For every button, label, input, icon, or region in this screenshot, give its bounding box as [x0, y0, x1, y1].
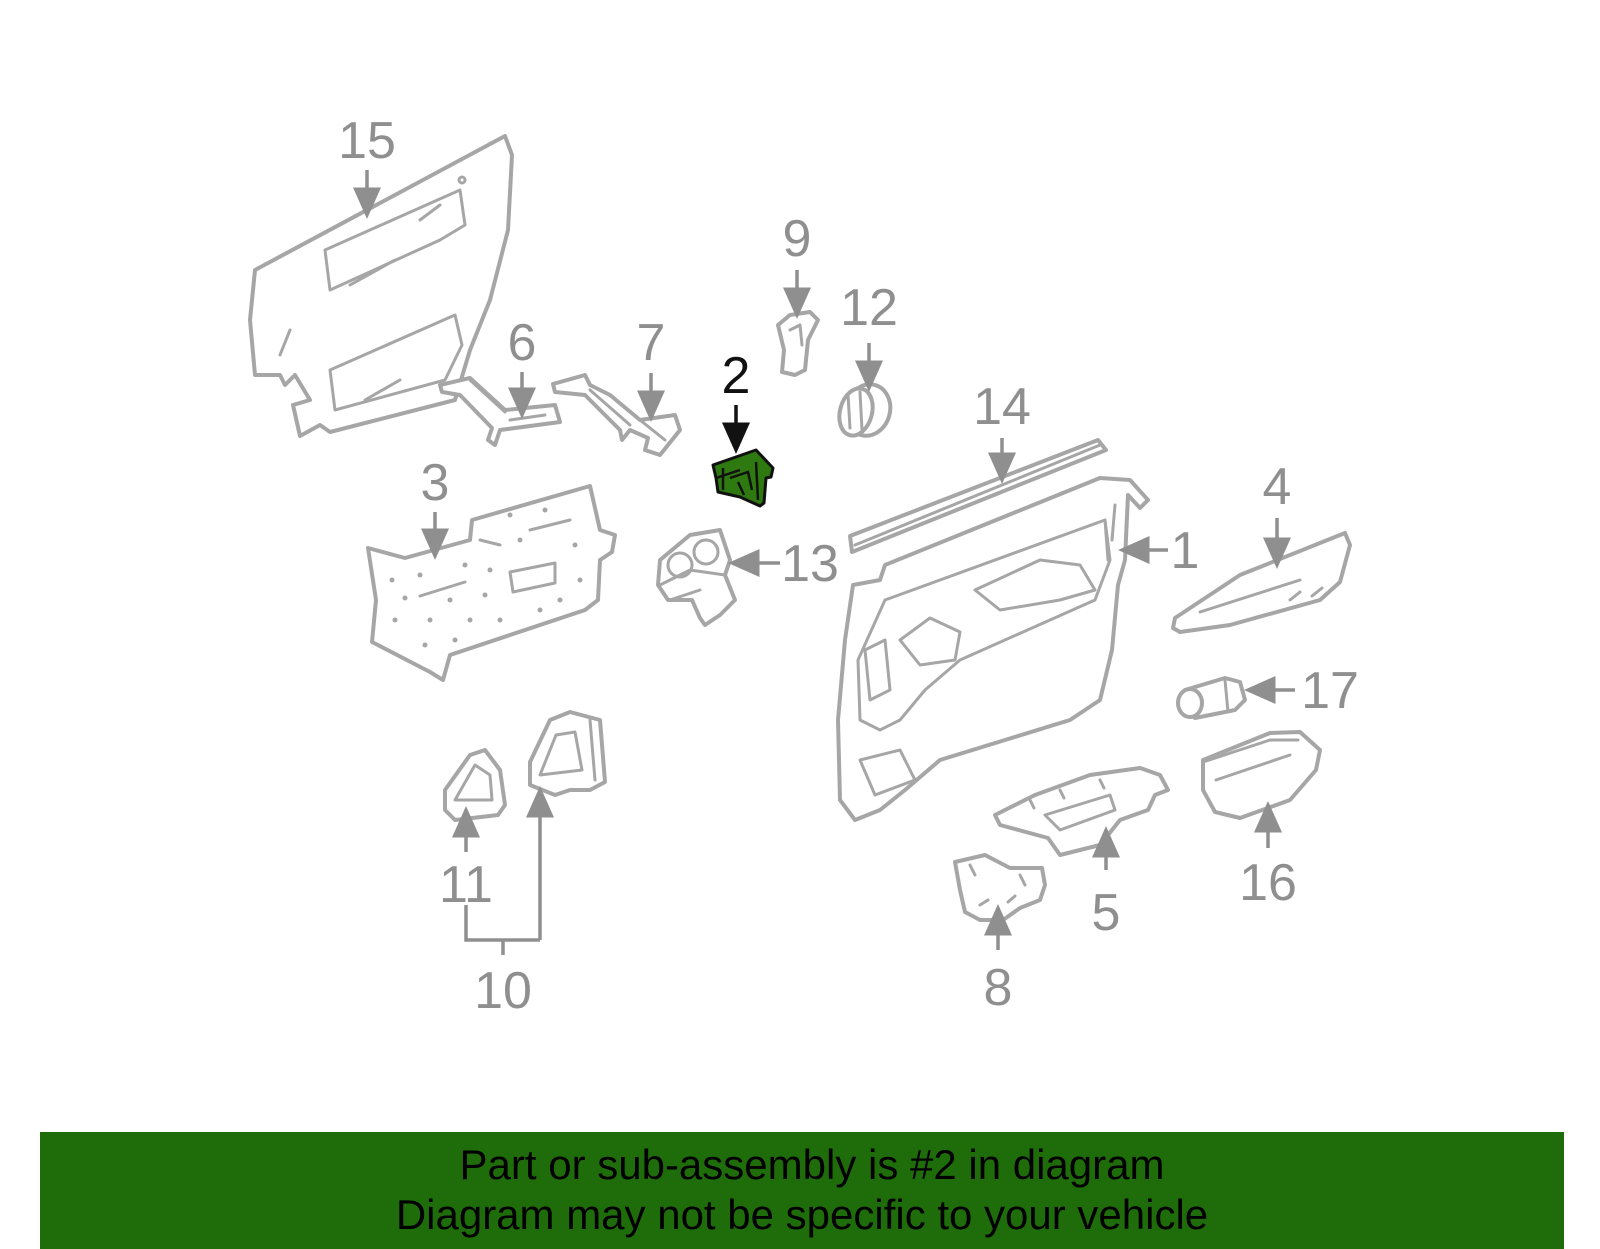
- info-banner: Part or sub-assembly is #2 in diagram Di…: [40, 1132, 1564, 1249]
- callout-3: 3: [421, 454, 450, 512]
- part-5-armrest-pocket[interactable]: [993, 766, 1170, 857]
- callout-2: 2: [722, 347, 751, 405]
- callout-6: 6: [508, 314, 537, 372]
- callout-7: 7: [637, 314, 666, 372]
- leader-lines: [353, 170, 1295, 955]
- part-15-door-panel[interactable]: [248, 134, 514, 438]
- callout-8: 8: [984, 959, 1013, 1017]
- banner-line-part-number: Part or sub-assembly is #2 in diagram: [459, 1141, 1165, 1188]
- callout-13: 13: [781, 535, 839, 593]
- callout-14: 14: [973, 378, 1031, 436]
- part-1-door-trim-panel[interactable]: [836, 476, 1150, 822]
- callout-4: 4: [1263, 458, 1292, 516]
- callout-labels: 15 6 7 9 12 2 3 14 1 4 13 17 16 5 8 11 1…: [338, 112, 1359, 1020]
- part-9-clip[interactable]: [776, 310, 820, 377]
- part-8-mounting-plate[interactable]: [953, 853, 1047, 922]
- banner-line-disclaimer: Diagram may not be specific to your vehi…: [395, 1191, 1209, 1238]
- part-17-bulb[interactable]: [1176, 676, 1247, 720]
- callout-9: 9: [783, 210, 812, 268]
- callout-11: 11: [439, 856, 493, 914]
- part-11-grommet[interactable]: [443, 748, 507, 822]
- part-7-bracket[interactable]: [551, 373, 682, 457]
- callout-12: 12: [840, 279, 898, 337]
- callout-16: 16: [1239, 854, 1297, 912]
- part-3-insulation-pad[interactable]: [366, 484, 617, 682]
- part-6-bracket[interactable]: [438, 376, 562, 447]
- part-12-plug[interactable]: [834, 379, 896, 441]
- part-4-armrest-trim[interactable]: [1171, 531, 1352, 634]
- part-10-grommet[interactable]: [528, 710, 607, 797]
- callout-1: 1: [1171, 522, 1200, 580]
- part-2-highlighted-bracket[interactable]: [711, 448, 775, 508]
- callout-5: 5: [1092, 884, 1121, 942]
- part-13-switch[interactable]: [656, 528, 737, 627]
- callout-10: 10: [474, 962, 532, 1020]
- callout-15: 15: [338, 112, 396, 170]
- part-16-handle-cup[interactable]: [1201, 730, 1322, 820]
- callout-17: 17: [1301, 662, 1359, 720]
- leader-10-bracket: [464, 905, 540, 942]
